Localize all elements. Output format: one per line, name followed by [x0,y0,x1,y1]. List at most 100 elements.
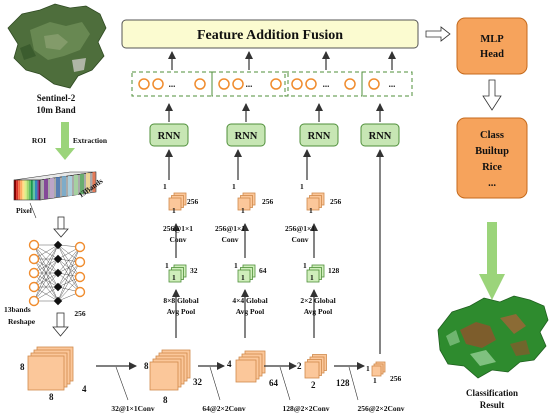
branch1-mid-cube [168,264,187,283]
branch1-pool-line1: 8×8 Global [163,296,198,305]
reshape-label-line2: Reshape [8,317,36,326]
cube1-dim-bottom: 8 [49,392,54,402]
bottom-cube-1 [27,346,74,391]
branch3-pool-line1: 2×2 Global [300,296,335,305]
branch1-top-dim-left: 1 [163,182,167,191]
rnn-box-2: RNN [226,123,266,147]
conv-pointer-3 [279,366,291,401]
nn-edge [33,244,59,274]
cube4-dim-bottom: 2 [311,380,316,390]
conv-pointer-4 [348,366,359,401]
rnn-label-2: RNN [235,131,258,142]
reshape-arrow [52,312,69,337]
rnn-box-4: RNN [360,123,400,147]
branch1-mid-dim-left: 1 [165,261,169,270]
reshape-label-line1: 13bands [4,305,31,314]
bottom-cube-2-slice-0 [149,361,179,391]
nn-edge [33,244,59,288]
nn-edge [57,244,81,278]
branch2-top-dim-left: 1 [232,182,236,191]
cube5-dim-left: 1 [366,364,370,373]
branch2-conv-line2: Conv [221,235,238,244]
pixel-pointer [29,202,37,219]
nn-edge [33,258,59,302]
extraction-label: Extraction [73,136,108,145]
vector-2 [211,71,289,97]
cube1-dim-depth: 4 [82,384,87,394]
branch3-top-dim-bottom: 1 [309,206,313,215]
branch2-top-cube [237,192,256,211]
branch3-conv-line2: Conv [291,235,308,244]
sentinel-image [7,3,107,89]
classification-label-line2: Result [480,400,505,410]
branches-group [165,103,384,354]
nn-input-node [28,295,40,307]
vector-2-frame [211,71,289,97]
conv-label-3: 128@2×2Conv [282,404,329,413]
vector-2-node [270,78,282,90]
rnn-box-3: RNN [299,123,339,147]
class-box: Class Builtup Rice ... [456,117,528,199]
bottom-cube-5 [371,361,386,377]
branch1-conv-line2: Conv [169,235,186,244]
cnn-stage-cubes [27,346,386,391]
cube2-dim-depth: 32 [193,377,203,387]
nn-edge [57,246,81,302]
conv-label-1: 32@1×1Conv [111,404,155,413]
nn-edge [33,244,59,302]
rnn-box-1: RNN [149,123,189,147]
classification-label-line1: Classification [466,388,518,398]
vector-dots-1: ... [169,79,176,89]
branch1-mid-cube-slice-0 [168,269,182,283]
vector-1-node [152,78,164,90]
cube2-dim-left: 8 [144,361,149,371]
mlp-head-box: MLP Head [456,17,528,75]
branch3-top-cube-slice-0 [306,197,320,211]
vector-1-frame [131,71,213,97]
class-label-more: ... [488,178,496,189]
branch1-top-dim-bottom: 1 [172,206,176,215]
cube5-dim-depth: 256 [390,374,402,383]
vector-3-frame [284,71,363,97]
nn-hidden-node [53,268,63,278]
nn-input-node [28,239,40,251]
class-label-title: Class [480,130,504,141]
nn-edge [57,276,81,302]
branch1-top-cube-slice-0 [168,197,182,211]
nn-output-node [74,256,86,268]
nn-edge [57,246,81,274]
nn-input-node [28,267,40,279]
branch3-conv-line1: 256@1×1 [285,224,315,233]
mlp-label-line1: MLP [480,34,504,45]
conv-label-2: 64@2×2Conv [202,404,246,413]
mlp-label-line2: Head [480,49,504,60]
cube3-dim-depth: 64 [269,378,279,388]
cube2-dim-bottom: 8 [163,395,168,405]
branch3-mid-cube [306,264,325,283]
class-label-builtup: Builtup [475,146,509,157]
nn-output-node [74,271,86,283]
branch2-conv-line1: 256@1×1 [215,224,245,233]
vector-2-node [232,78,244,90]
branch2-top-cube-slice-0 [237,197,251,211]
branch1-mid-dim-bottom: 1 [172,273,176,282]
fusion-label: Feature Addition Fusion [197,28,343,43]
band-bar [13,171,97,201]
class-to-map-arrow [479,222,505,300]
class-label-rice: Rice [482,162,502,173]
vector-3-node [291,78,303,90]
vector-4-node [368,78,380,90]
classification-map [437,295,549,379]
nn-input-node [28,281,40,293]
nn-hidden-node [53,296,63,306]
nn-hidden-node [53,240,63,250]
branch2-mid-dim-bottom: 1 [241,273,245,282]
sentinel-label-line2: 10m Band [36,105,75,115]
bottom-cube-4 [304,354,327,379]
mlp-to-class-arrow [482,79,502,111]
branch3-mid-dim-bottom: 1 [310,273,314,282]
vector-1-node [138,78,150,90]
bottom-cube-3 [235,350,266,383]
pixel-label: Pixel [16,206,32,215]
